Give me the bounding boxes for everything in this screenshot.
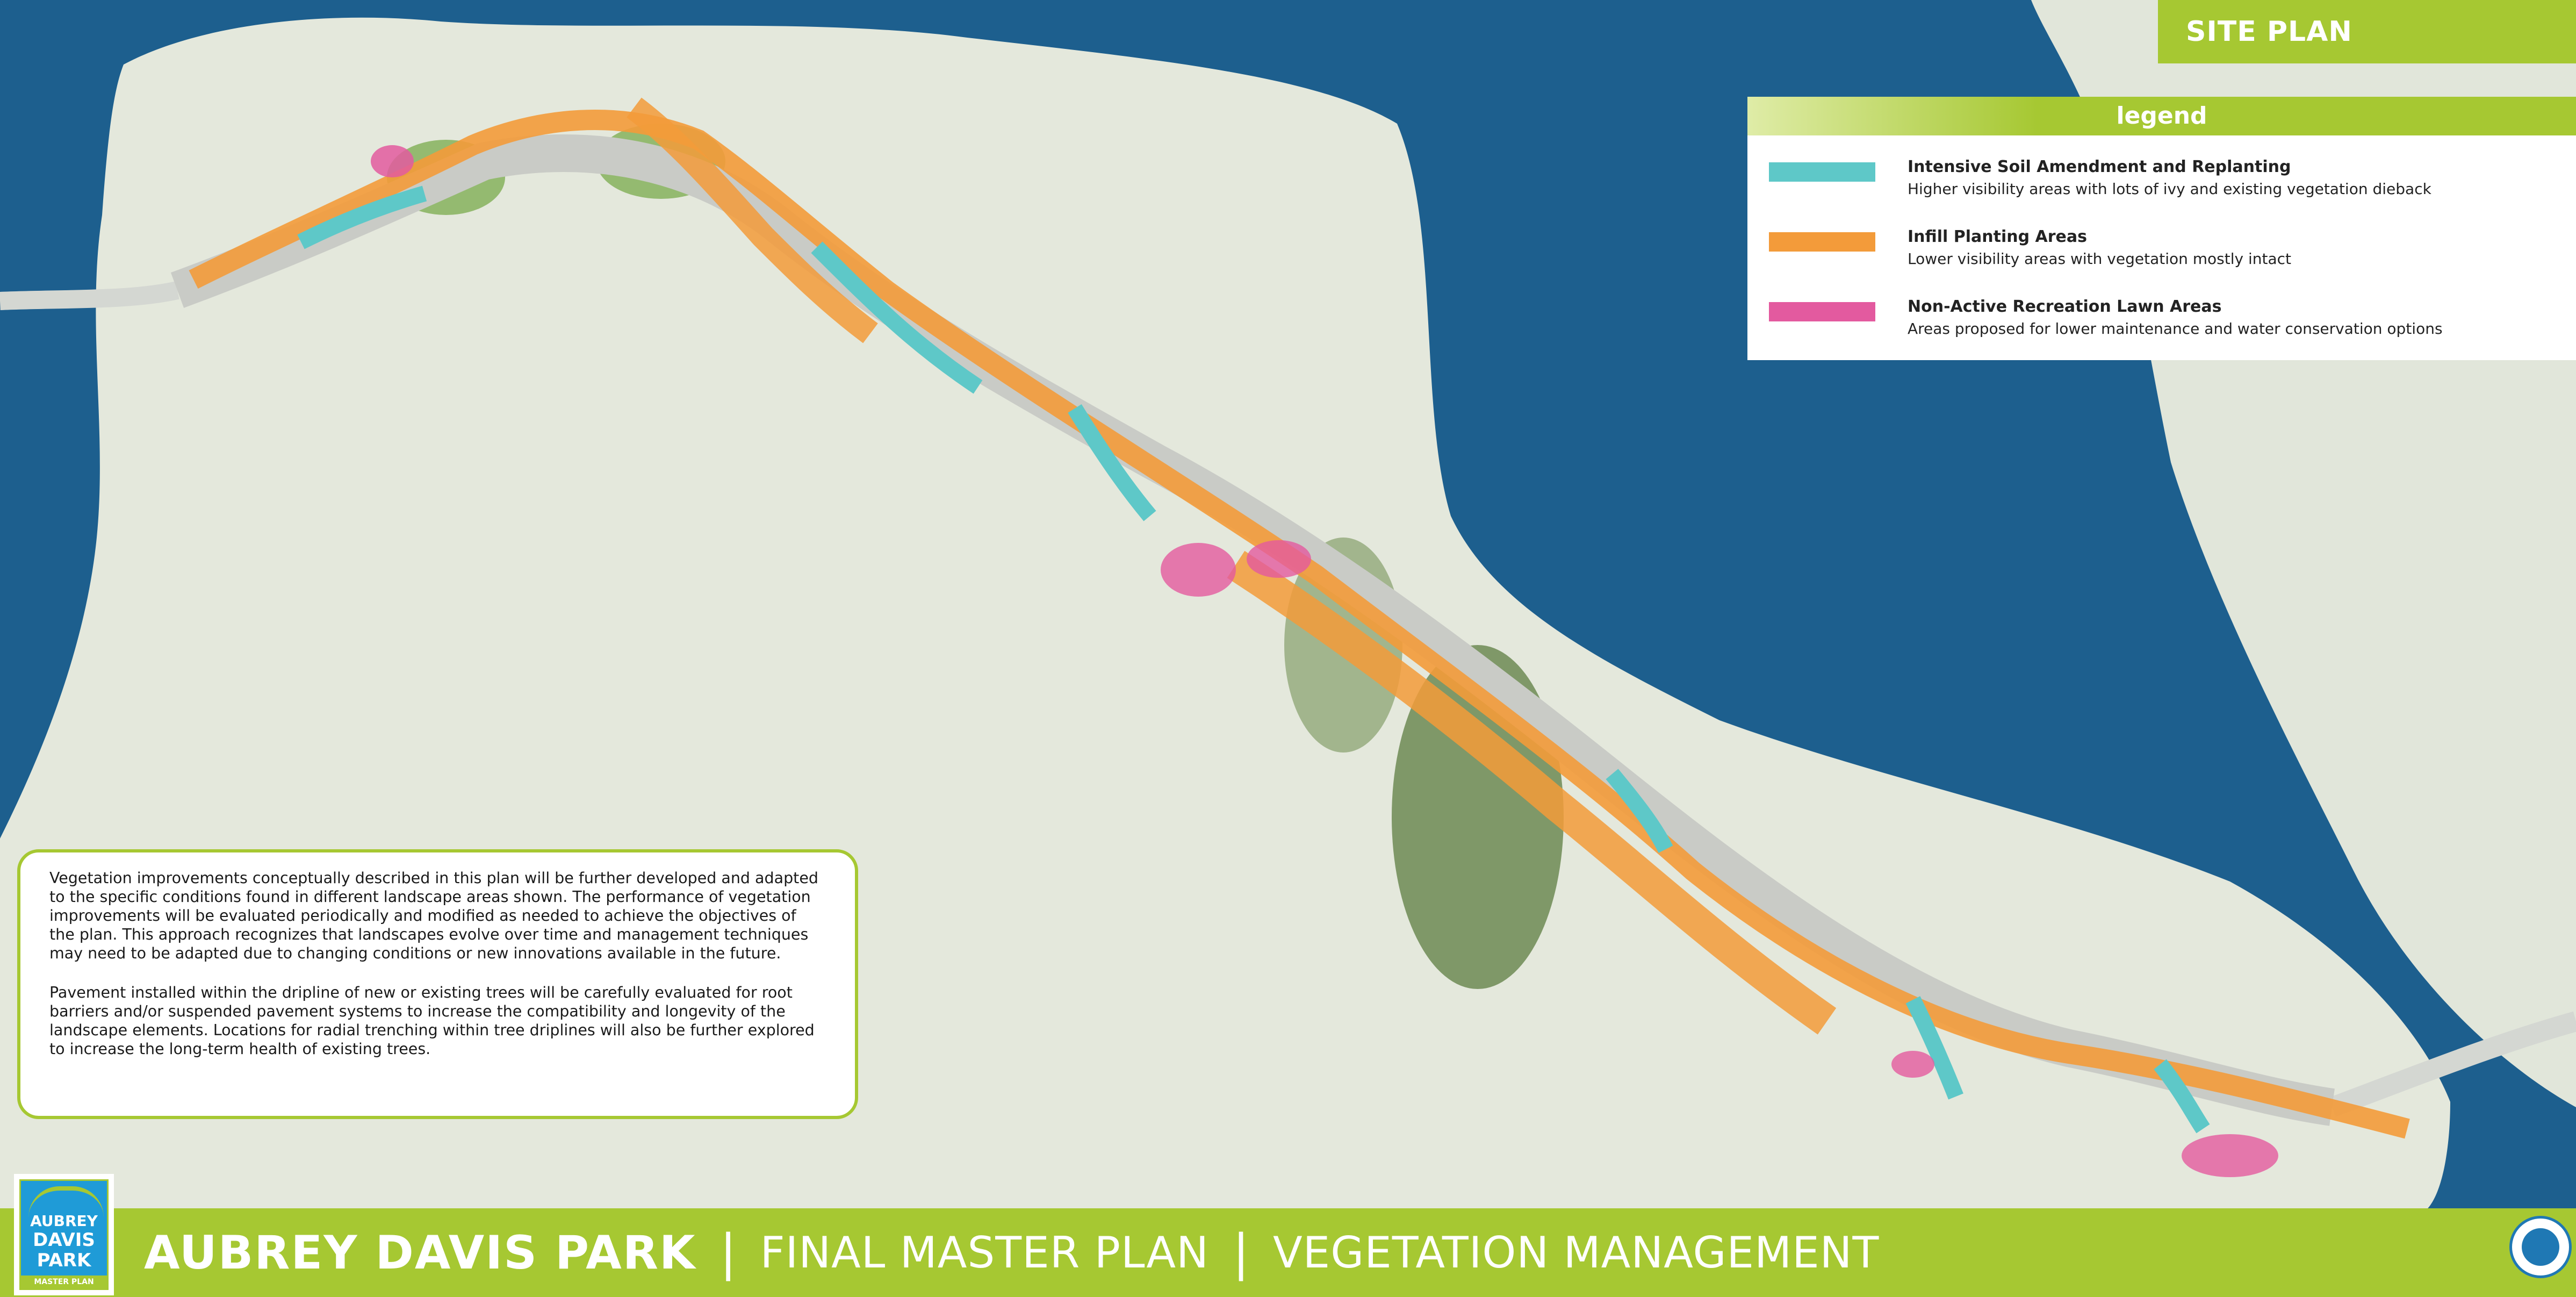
legend-item-infill-planting: Infill Planting Areas Lower visibility a… (1769, 226, 2564, 285)
legend-item-intensive-soil: Intensive Soil Amendment and Replanting … (1769, 156, 2564, 215)
east-bridge (2328, 1011, 2576, 1117)
legend-item-title: Infill Planting Areas (1908, 227, 2087, 246)
infill-planting-area (1227, 550, 1837, 1035)
legend-swatch-pink (1769, 302, 1875, 321)
legend-item-description: Higher visibility areas with lots of ivy… (1908, 180, 2431, 198)
legend-heading: legend (2116, 102, 2207, 130)
infill-planting-area (627, 97, 878, 343)
footer-park-name: AUBREY DAVIS PARK (144, 1226, 696, 1280)
notes-paragraph: Vegetation improvements conceptually des… (49, 869, 818, 962)
recreation-lawn-area (2182, 1134, 2278, 1177)
site-plan-tab: SITE PLAN (2158, 0, 2576, 63)
legend-item-description: Areas proposed for lower maintenance and… (1908, 320, 2443, 338)
legend-item-description: Lower visibility areas with vegetation m… (1908, 250, 2292, 268)
footer-band: AUBREY DAVIS PARK | FINAL MASTER PLAN | … (0, 1208, 2576, 1297)
infill-planting-area (189, 110, 2410, 1139)
logo-line: AUBREY (30, 1212, 98, 1230)
footer-sheet-name: VEGETATION MANAGEMENT (1272, 1228, 1880, 1278)
recreation-lawn-area (1161, 543, 1236, 597)
intensive-soil-area (297, 185, 2210, 1134)
footer-separator: | (719, 1224, 737, 1281)
footer-title: AUBREY DAVIS PARK | FINAL MASTER PLAN | … (144, 1208, 1879, 1297)
logo-line: PARK (37, 1250, 91, 1271)
city-seal-icon (2509, 1216, 2572, 1278)
footer-plan-name: FINAL MASTER PLAN (760, 1228, 1209, 1278)
legend-item-title: Intensive Soil Amendment and Replanting (1908, 157, 2291, 176)
legend-swatch-orange (1769, 232, 1875, 252)
recreation-lawn-area (1247, 540, 1311, 578)
west-bridge (0, 281, 179, 310)
logo-arc-icon (28, 1186, 104, 1217)
site-plan-label: SITE PLAN (2186, 16, 2352, 48)
legend-item-title: Non-Active Recreation Lawn Areas (1908, 297, 2222, 316)
legend-panel: legend Intensive Soil Amendment and Repl… (1747, 97, 2576, 360)
recreation-lawn-area (1891, 1051, 1934, 1078)
notes-paragraph: Pavement installed within the dripline o… (49, 984, 815, 1058)
logo-subtitle: MASTER PLAN (21, 1275, 107, 1288)
park-logo: AUBREY DAVIS PARK MASTER PLAN (14, 1174, 114, 1295)
legend-item-recreation-lawn: Non-Active Recreation Lawn Areas Areas p… (1769, 296, 2564, 355)
legend-swatch-teal (1769, 162, 1875, 182)
footer-separator: | (1232, 1224, 1249, 1281)
legend-header: legend (1747, 97, 2576, 135)
notes-box: Vegetation improvements conceptually des… (17, 849, 858, 1119)
recreation-lawn-area (371, 145, 414, 177)
logo-line: DAVIS (33, 1229, 95, 1251)
